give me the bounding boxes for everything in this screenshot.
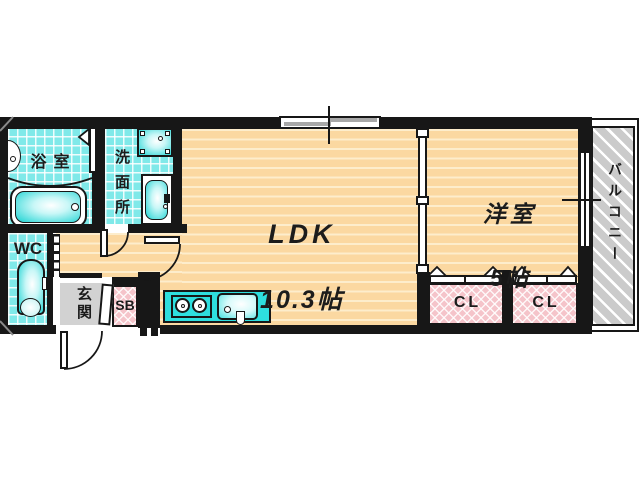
bathroom-label: 浴室 [30,154,77,171]
closet1-folding-door [429,275,503,284]
bath-faucet [10,156,16,162]
wall-washroom-bottom-b [128,224,187,233]
sink-faucet [236,311,245,325]
entrance-label: 玄関 [75,286,92,322]
western-name: 洋室 [482,201,537,227]
bathtub-edge-curve [7,177,93,187]
wall-closet-divider [502,270,511,334]
closet1-label: CL [453,294,482,311]
ldk-window-sash [284,122,331,126]
bathtub-inner [15,191,81,223]
wall-entrance-step [60,273,102,278]
toilet-handle [42,277,47,290]
ldk-name: LDK [268,219,336,249]
wall-pillar-foot [140,328,147,336]
sliding-door-connector [416,264,429,274]
entrance-step [60,278,102,283]
stove-burner [192,298,207,313]
stove-burner-center [180,303,185,308]
ldk-label: LDK 10.3帖 [230,188,356,350]
western-room-label: 洋室 5帖 [440,169,562,327]
wall-bath-wc [0,224,92,233]
sink-drain [224,306,231,313]
corner-chamfer [0,116,14,132]
closet2-door-peak [557,265,579,277]
ldk-door-arc [143,243,181,281]
closet1-door-peak [425,265,449,277]
closet2-folding-door [512,275,577,284]
wall-washroom-ldk [173,117,182,233]
corner-chamfer [0,320,14,336]
closet1-door-peak [481,265,505,277]
washer-pan [137,128,173,157]
wall-washroom-bottom-a [92,224,105,233]
washroom-door-arc [103,231,129,257]
kitchen-sink [217,293,258,320]
closet2-label: CL [532,294,560,311]
closet1-door-split [464,275,466,284]
closet2-door-split [546,275,548,284]
wc-label: WC [13,239,43,258]
hallway-floor [56,233,160,277]
bathroom-door [89,127,97,173]
stove [171,295,212,318]
wall-bottom-main [160,325,584,334]
ldk-window-sash [330,118,377,122]
shoebox-label: SB [115,297,135,313]
wall-pillar-foot [151,328,158,336]
stove-burner-center [197,303,202,308]
washer-pan-corner [140,131,145,136]
bathroom-door-fold [77,127,90,147]
balcony-label: バルコニー [607,162,623,267]
wall-wc-right [47,233,53,325]
entrance-door-panel [60,331,68,369]
wall-pillar [138,272,160,328]
washer-pan-corner [165,149,170,154]
entrance-floor [60,283,102,325]
washer-pan-drain [158,136,163,141]
closet2-area [511,283,578,325]
closet2-door-peak [511,265,533,277]
entrance-door-arc [63,330,103,370]
ldk-door-panel [144,236,180,244]
toilet-base [20,298,41,317]
linen-shelf [53,234,60,277]
western-size: 5帖 [489,265,530,291]
washroom-label: 洗面所 [113,149,130,224]
washer-pan-corner [140,149,145,154]
balcony-area [591,126,635,326]
sliding-door-connector [416,196,429,205]
wall-shoebox-top [112,277,138,285]
washer-pan-corner [165,131,170,136]
wall-bottom-left [0,325,56,334]
sliding-door-connector [416,128,429,138]
ldk-size: 10.3帖 [260,286,344,314]
wall-western-lower [417,272,430,334]
vanity-tap [164,194,170,203]
stove-burner [175,298,190,313]
shoe-box [112,285,138,327]
closet1-area [428,283,504,325]
vanity-knob [163,204,168,209]
bathtub-drain [71,203,79,211]
